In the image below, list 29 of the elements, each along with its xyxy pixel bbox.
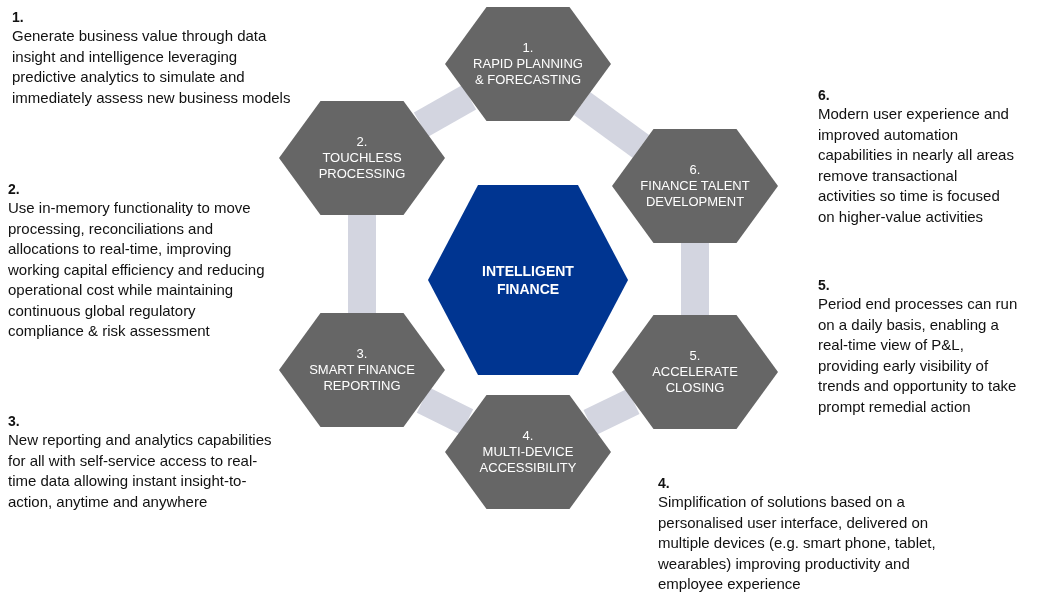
description-number: 5. — [818, 276, 830, 294]
description-number: 2. — [8, 180, 20, 198]
hexagon-label: FINANCE TALENT DEVELOPMENT — [639, 178, 751, 210]
hexagon-number: 2. — [355, 134, 369, 150]
hexagon-label: RAPID PLANNING & FORECASTING — [472, 56, 584, 88]
connector-band — [681, 243, 709, 315]
hexagon-number: 5. — [688, 348, 702, 364]
hexagon-label: MULTI-DEVICE ACCESSIBILITY — [478, 444, 578, 476]
description-text: Use in-memory functionality to move processing, reconciliations and allocations to real-time, improving working capital efficiency and reducing operational cost while maintaining continuous global regulatory compliance & risk assessment — [8, 198, 266, 341]
hexagon-number: 1. — [521, 40, 535, 56]
hexagon-number: 4. — [521, 428, 535, 444]
description-number: 6. — [818, 86, 830, 104]
hexagon-label: TOUCHLESS PROCESSING — [317, 150, 407, 182]
description-number: 3. — [8, 412, 20, 430]
connector-band — [413, 85, 477, 137]
connector-band — [348, 215, 376, 313]
hexagon-number: 3. — [355, 346, 369, 362]
description-text: New reporting and analytics capabilities for all with self-service access to real-time data allowing instant insight-to-action, anytime and anywhere — [8, 430, 272, 512]
description-text: Period end processes can run on a daily basis, enabling a real-time view of P&L, providing early visibility of trends and opportunity to take prompt remedial action — [818, 294, 1019, 417]
hexagon-label: ACCELERATE CLOSING — [651, 364, 739, 396]
hexagon-label: SMART FINANCE REPORTING — [308, 362, 416, 394]
description-text: Modern user experience and improved automation capabilities in nearly all areas remove transactional activities so time is focused on higher-value activities — [818, 104, 1015, 227]
description-number: 4. — [658, 474, 670, 492]
description-text: Generate business value through data insight and intelligence leveraging predictive analytics to simulate and immediately assess new business models — [12, 26, 292, 108]
description-number: 1. — [12, 8, 24, 26]
description-text: Simplification of solutions based on a personalised user interface, delivered on multiple devices (e.g. smart phone, tablet, wearables) improving productivity and employee experience — [658, 492, 937, 594]
hexagon-title: INTELLIGENT FINANCE — [481, 262, 575, 298]
connector-band — [573, 92, 650, 158]
hexagon-number: 6. — [688, 162, 702, 178]
